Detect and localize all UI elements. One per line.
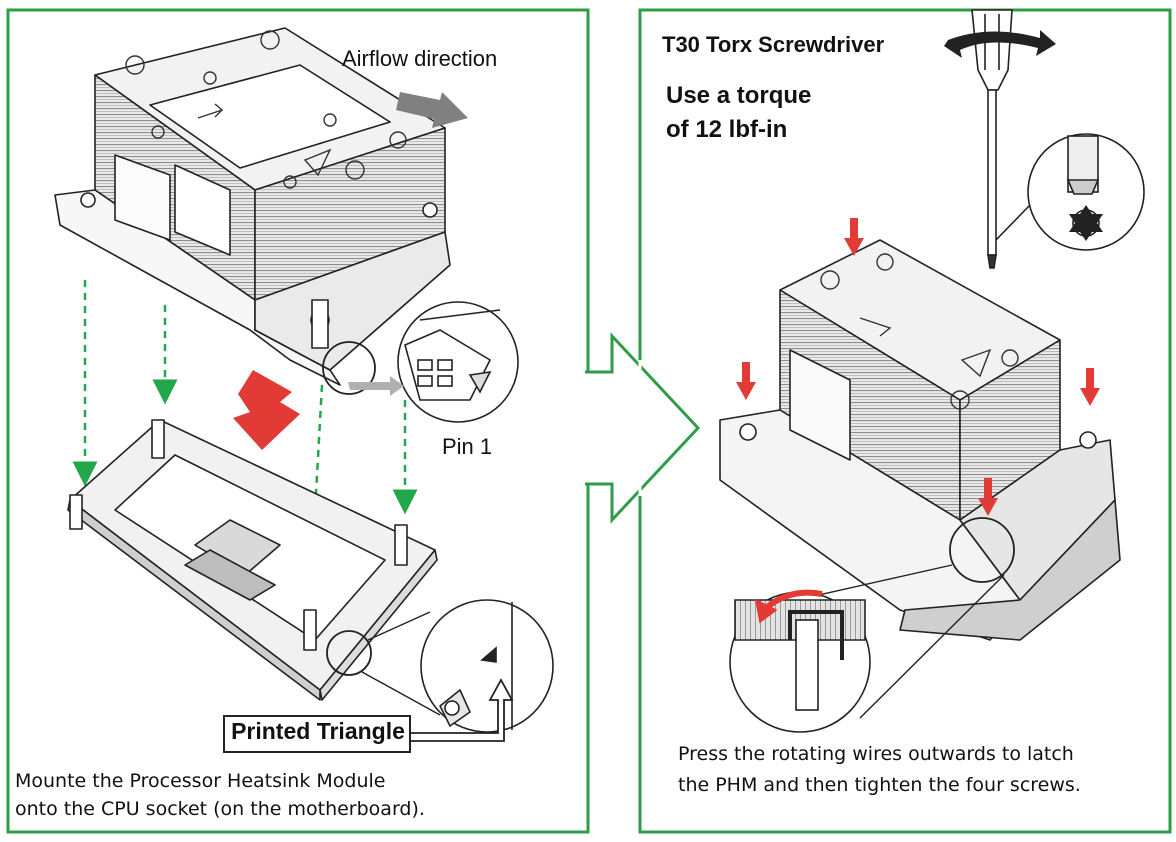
screw-arrows — [736, 218, 1100, 516]
pin1-zoom — [397, 301, 519, 423]
right-caption-line1: Press the rotating wires outwards to lat… — [678, 743, 1074, 765]
torx-screwdriver — [971, 9, 1013, 269]
airflow-arrow-icon — [396, 92, 468, 128]
heatsink-module — [54, 27, 451, 386]
airflow-label: Airflow direction — [342, 46, 498, 71]
printed-triangle-label-box — [223, 715, 411, 753]
triangle-callout-circle — [326, 630, 372, 676]
rotate-arrow-icon — [944, 30, 1056, 58]
tool-label: T30 Torx Screwdriver — [662, 32, 885, 57]
torque-line1: Use a torque — [666, 82, 812, 109]
down-arrow-icon — [233, 370, 300, 450]
installed-top-markings — [820, 253, 1019, 410]
left-caption-line1: Mounte the Processor Heatsink Module — [15, 770, 386, 792]
cpu-socket — [67, 419, 438, 701]
left-panel-frame — [6, 8, 590, 834]
heatsink-top-markings — [125, 30, 407, 189]
pin1-callout-circle — [322, 341, 376, 395]
latch-callout-circle — [949, 517, 1015, 583]
triangle-zoom — [420, 599, 554, 733]
torque-line2: of 12 lbf-in — [666, 116, 788, 143]
pin1-label: Pin 1 — [442, 434, 493, 459]
printed-triangle-label: Printed Triangle — [231, 718, 405, 744]
torx-bit-icon — [995, 133, 1145, 251]
right-caption-line2: the PHM and then tighten the four screws… — [678, 774, 1081, 796]
pin1-pointer — [348, 376, 404, 396]
installed-heatsink — [719, 239, 1121, 641]
printed-triangle-pointer — [409, 678, 514, 742]
latch-zoom — [729, 589, 871, 733]
left-caption-line2: onto the CPU socket (on the motherboard)… — [15, 798, 425, 820]
